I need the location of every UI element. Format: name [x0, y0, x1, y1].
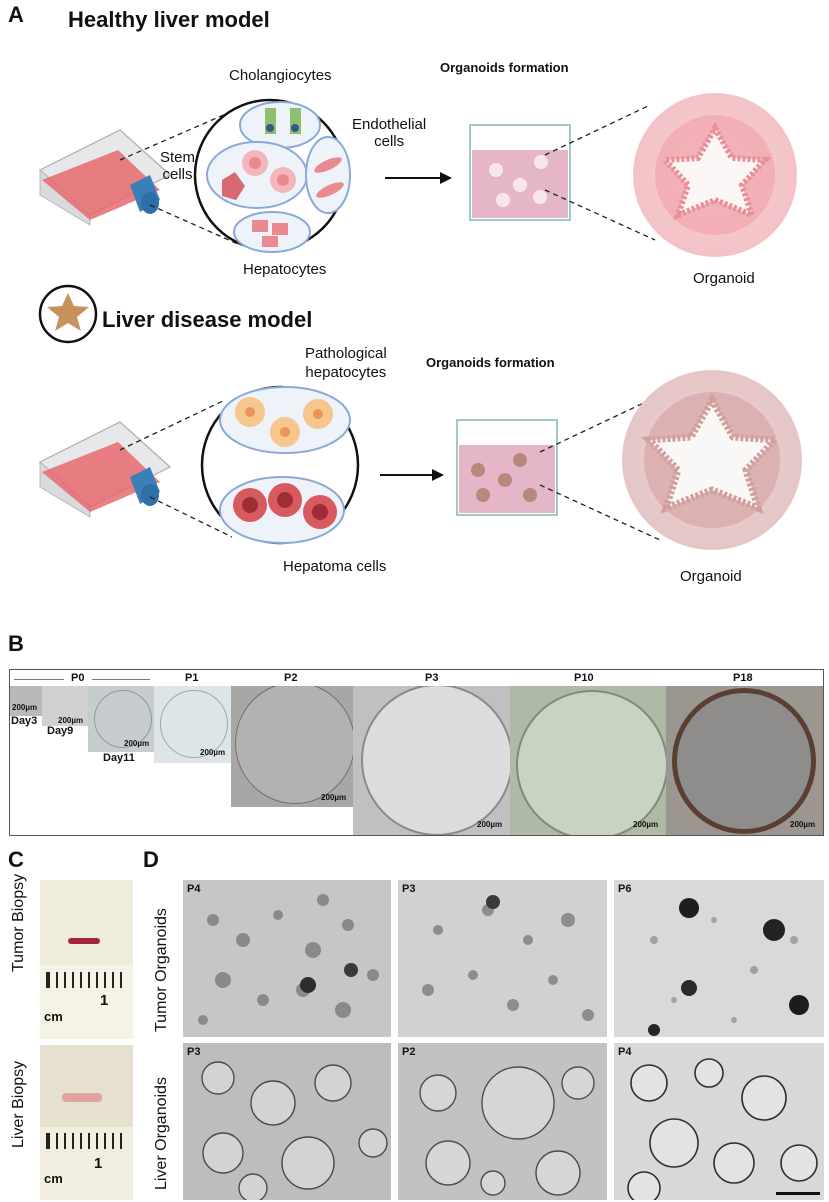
passage-p10: P10	[574, 672, 594, 684]
micrograph-liver-3	[614, 1043, 824, 1200]
beaker-icon-healthy	[469, 124, 571, 221]
panel-b-letter: B	[8, 631, 24, 656]
label-hepatoma: Hepatoma cells	[283, 558, 387, 575]
label-organoids-formation-healthy: Organoids formation	[440, 60, 569, 75]
flask-icon-disease	[38, 421, 172, 518]
liver-biopsy-label: Liver Biopsy	[10, 1060, 27, 1148]
panel-a-diagram	[38, 93, 802, 550]
day-label-11: Day11	[103, 752, 135, 764]
panel-d-scale-bar	[776, 1192, 820, 1195]
organoid-icon-disease	[622, 370, 802, 550]
p0-bracket-left	[14, 679, 64, 680]
liver-ruler-unit: cm	[44, 1171, 63, 1186]
tile-tag-tumor-2: P3	[402, 883, 416, 895]
label-pathological: Pathological hepatocytes	[305, 345, 387, 381]
micrograph-liver-1	[183, 1043, 391, 1200]
passage-p18: P18	[733, 672, 753, 684]
liver-biopsy-photo	[40, 1045, 133, 1200]
micrograph-tumor-1	[183, 880, 391, 1037]
day-label-3: Day3	[11, 715, 38, 727]
micrograph-p1	[154, 686, 231, 763]
disease-model-title: Liver disease model	[102, 307, 313, 332]
healthy-model-title: Healthy liver model	[68, 7, 270, 32]
tumor-biopsy-label: Tumor Biopsy	[10, 873, 27, 972]
panel-a-letter: A	[8, 2, 24, 27]
tile-tag-tumor-3: P6	[618, 883, 632, 895]
organoid-icon-healthy	[633, 93, 797, 257]
micrograph-liver-2	[398, 1043, 607, 1200]
liver-organoids-label: Liver Organoids	[153, 1077, 170, 1190]
tile-tag-tumor-1: P4	[187, 883, 201, 895]
tile-tag-liver-2: P2	[402, 1046, 416, 1058]
micrograph-p3	[353, 686, 510, 835]
micrograph-day11	[88, 686, 154, 752]
scale-label-day9: 200µm	[58, 716, 84, 725]
label-endothelial: Endothelial cells	[352, 116, 427, 150]
label-organoid-healthy: Organoid	[693, 270, 755, 287]
tumor-ruler-mark: 1	[100, 992, 109, 1009]
micrograph-p18	[666, 686, 823, 835]
passage-p0: P0	[71, 672, 85, 684]
p0-bracket-right	[92, 679, 150, 680]
micrograph-day9	[42, 686, 88, 726]
panel-d-letter: D	[143, 847, 159, 872]
scale-label-p10: 200µm	[633, 820, 659, 829]
scale-label-p3: 200µm	[477, 820, 503, 829]
micrograph-tumor-2	[398, 880, 607, 1037]
day-label-9: Day9	[47, 725, 74, 737]
label-hepatocytes: Hepatocytes	[243, 261, 327, 278]
micrograph-p2	[231, 686, 353, 807]
liver-ruler-mark: 1	[94, 1155, 103, 1172]
passage-p2: P2	[284, 672, 298, 684]
passage-p1: P1	[185, 672, 199, 684]
scale-label-p1: 200µm	[200, 748, 226, 757]
panel-c-letter: C	[8, 847, 24, 872]
tumor-biopsy-photo	[40, 880, 133, 1039]
label-organoids-formation-disease: Organoids formation	[426, 355, 555, 370]
scale-label-p18: 200µm	[790, 820, 816, 829]
label-organoid-disease: Organoid	[680, 568, 742, 585]
label-stem-cells: Stem cells	[160, 149, 196, 183]
tumor-ruler-unit: cm	[44, 1009, 63, 1024]
panel-b-frame	[9, 669, 824, 836]
scale-label-day3: 200µm	[12, 703, 38, 712]
passage-p3: P3	[425, 672, 439, 684]
beaker-icon-disease	[456, 419, 558, 516]
label-cholangiocytes: Cholangiocytes	[229, 67, 332, 84]
scale-label-day11: 200µm	[124, 739, 150, 748]
micrograph-day3	[10, 686, 42, 716]
tumor-organoids-label: Tumor Organoids	[153, 908, 170, 1032]
flask-icon-healthy	[38, 129, 172, 226]
micrograph-tumor-3	[614, 880, 824, 1037]
micrograph-p10	[510, 686, 666, 835]
tile-tag-liver-1: P3	[187, 1046, 201, 1058]
tile-tag-liver-3: P4	[618, 1046, 632, 1058]
scale-label-p2: 200µm	[321, 793, 347, 802]
